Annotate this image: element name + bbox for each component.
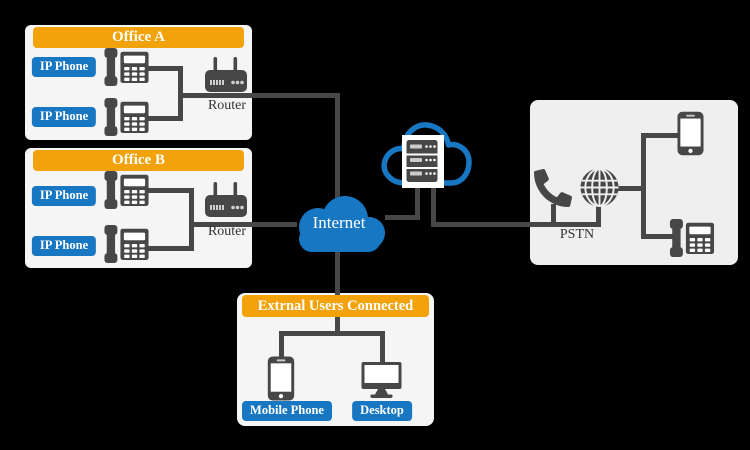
router-icon <box>204 56 248 96</box>
connector-line <box>335 245 340 295</box>
connector-line <box>146 66 183 71</box>
connector-line <box>189 222 297 227</box>
connector-line <box>641 234 674 239</box>
connector-line <box>641 133 678 138</box>
connector-line <box>596 206 601 224</box>
pstn-label: PSTN <box>559 227 595 242</box>
cloud-server-icon <box>377 109 481 189</box>
ip-phone-badge: IP Phone <box>31 107 97 127</box>
connector-line <box>335 317 340 334</box>
ip-phone-badge: IP Phone <box>31 186 97 206</box>
ip-phone-badge: IP Phone <box>31 57 97 77</box>
connector-line <box>146 116 183 121</box>
connector-line <box>380 331 385 365</box>
mobile-phone-icon <box>267 356 295 401</box>
desktop-badge: Desktop <box>352 401 412 421</box>
ip-phone-badge: IP Phone <box>31 236 97 256</box>
router-label: Router <box>207 224 247 239</box>
connector-line <box>415 181 420 220</box>
connector-line <box>617 186 644 191</box>
desk-phone-icon <box>103 98 150 136</box>
desk-phone-icon <box>103 171 150 209</box>
external-users-header: Extrnal Users Connected <box>242 295 429 317</box>
connector-line <box>279 331 284 358</box>
connector-line <box>335 93 340 200</box>
router-icon <box>204 181 248 221</box>
connector-line <box>178 93 340 98</box>
desk-phone-icon <box>669 219 715 257</box>
desk-phone-icon <box>103 225 150 263</box>
connector-line <box>551 204 556 224</box>
connector-line <box>431 181 436 227</box>
office-b-header: Office B <box>33 150 244 171</box>
connector-line <box>146 246 194 251</box>
desk-phone-icon <box>103 48 150 86</box>
connector-line <box>189 188 194 251</box>
connector-line <box>146 188 194 193</box>
mobile-phone-badge: Mobile Phone <box>242 401 332 421</box>
internet-label: Internet <box>312 213 366 232</box>
connector-line <box>431 222 601 227</box>
internet-cloud-icon <box>299 196 385 252</box>
desktop-icon <box>361 362 402 398</box>
router-label: Router <box>207 98 247 113</box>
telephone-handset-icon <box>534 169 572 207</box>
office-a-header: Office A <box>33 27 244 48</box>
mobile-phone-icon <box>677 111 704 156</box>
globe-icon <box>579 167 620 208</box>
connector-line <box>385 215 417 220</box>
connector-line <box>279 331 385 336</box>
connector-line <box>641 133 646 239</box>
